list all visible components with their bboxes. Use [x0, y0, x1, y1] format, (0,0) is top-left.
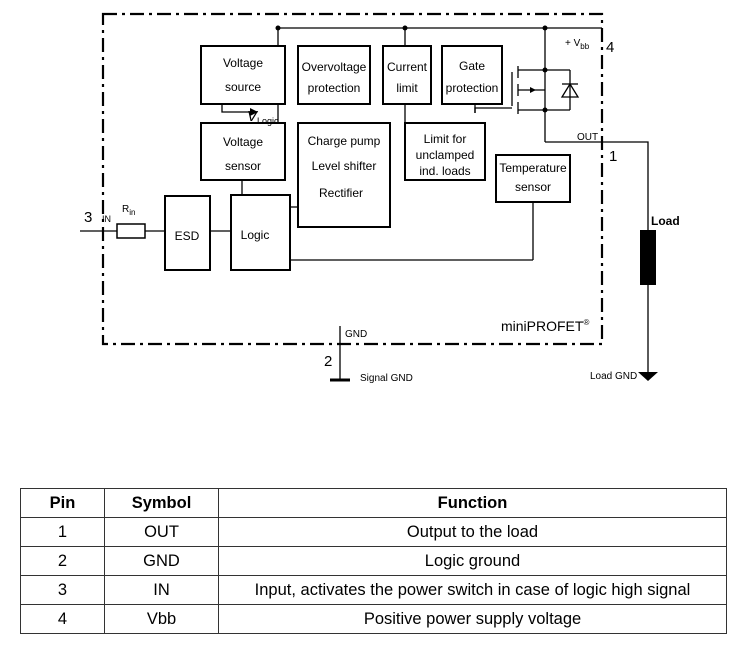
charge-pump-label-3: Rectifier [319, 186, 363, 200]
symbol-cell: IN [104, 575, 219, 605]
esd-block: ESD [164, 195, 211, 271]
block-diagram: Voltage source Overvoltage protection Cu… [80, 12, 680, 384]
header-symbol: Symbol [104, 488, 219, 518]
limit-unclamped-label-2: unclamped [416, 148, 475, 162]
current-limit-label-1: Current [387, 60, 428, 74]
limit-unclamped-label-3: ind. loads [419, 164, 470, 178]
header-pin: Pin [20, 488, 105, 518]
pin-cell: 4 [20, 604, 105, 634]
load-label: Load [651, 214, 680, 228]
table-row: 1 OUT Output to the load [20, 517, 727, 547]
gate-protection-label-2: protection [446, 81, 499, 95]
signal-gnd-label: Signal GND [360, 373, 413, 384]
table-row: 2 GND Logic ground [20, 546, 727, 576]
load-resistor [640, 230, 656, 285]
overvoltage-label-1: Overvoltage [302, 60, 367, 74]
esd-label: ESD [175, 229, 200, 243]
charge-pump-label-1: Charge pump [308, 134, 381, 148]
in-label: IN [102, 214, 111, 224]
logic-label: Logic [241, 228, 270, 242]
charge-pump-label-2: Level shifter [312, 159, 377, 173]
load-gnd-label: Load GND [590, 371, 637, 382]
pin-4-number: 4 [606, 39, 614, 56]
gnd-label: GND [345, 329, 367, 340]
pin-1-number: 1 [609, 148, 617, 165]
temperature-sensor-block: Temperature sensor [495, 154, 571, 203]
overvoltage-label-2: protection [308, 81, 361, 95]
v-logic-label: VLogic [247, 108, 279, 126]
vbb-label: + Vbb [565, 38, 590, 51]
pin-table-header: Pin Symbol Function [20, 488, 727, 518]
symbol-cell: GND [104, 546, 219, 576]
pin-cell: 3 [20, 575, 105, 605]
overvoltage-protection-block: Overvoltage protection [297, 45, 371, 105]
voltage-source-block: Voltage source [200, 45, 286, 105]
voltage-sensor-label-1: Voltage [223, 135, 263, 149]
logic-block: Logic [230, 194, 291, 271]
pin-2-number: 2 [324, 353, 332, 370]
gate-protection-block: Gate protection [441, 45, 503, 105]
gate-protection-label-1: Gate [459, 59, 485, 73]
function-cell: Logic ground [218, 546, 727, 576]
pin-cell: 2 [20, 546, 105, 576]
voltage-sensor-block: Voltage sensor [200, 122, 286, 181]
out-label: OUT [577, 132, 598, 143]
voltage-source-label-2: source [225, 80, 261, 94]
voltage-source-label-1: Voltage [223, 56, 263, 70]
header-function: Function [218, 488, 727, 518]
current-limit-label-2: limit [396, 81, 418, 95]
wires [80, 27, 649, 382]
pin-table: Pin Symbol Function 1 OUT Output to the … [20, 488, 727, 634]
pin-3-number: 3 [84, 209, 92, 226]
function-cell: Positive power supply voltage [218, 604, 727, 634]
freewheel-diode [560, 82, 580, 98]
voltage-sensor-label-2: sensor [225, 159, 261, 173]
rin-label: Rin [122, 204, 135, 217]
current-limit-block: Current limit [382, 45, 432, 105]
temperature-sensor-label-1: Temperature [499, 161, 567, 175]
limit-unclamped-block: Limit for unclamped ind. loads [404, 122, 486, 181]
pin-cell: 1 [20, 517, 105, 547]
table-row: 3 IN Input, activates the power switch i… [20, 575, 727, 605]
load-ground-symbol [638, 372, 658, 381]
symbol-cell: Vbb [104, 604, 219, 634]
symbol-cell: OUT [104, 517, 219, 547]
temperature-sensor-label-2: sensor [515, 180, 551, 194]
limit-unclamped-label-1: Limit for [424, 132, 467, 146]
brand-label: miniPROFET® [501, 318, 589, 334]
input-resistor [116, 223, 146, 239]
function-cell: Input, activates the power switch in cas… [218, 575, 727, 605]
function-cell: Output to the load [218, 517, 727, 547]
device-outline [101, 12, 604, 346]
charge-pump-block: Charge pump Level shifter Rectifier [297, 122, 391, 228]
mosfet-arrow [530, 87, 536, 93]
table-row: 4 Vbb Positive power supply voltage [20, 604, 727, 634]
